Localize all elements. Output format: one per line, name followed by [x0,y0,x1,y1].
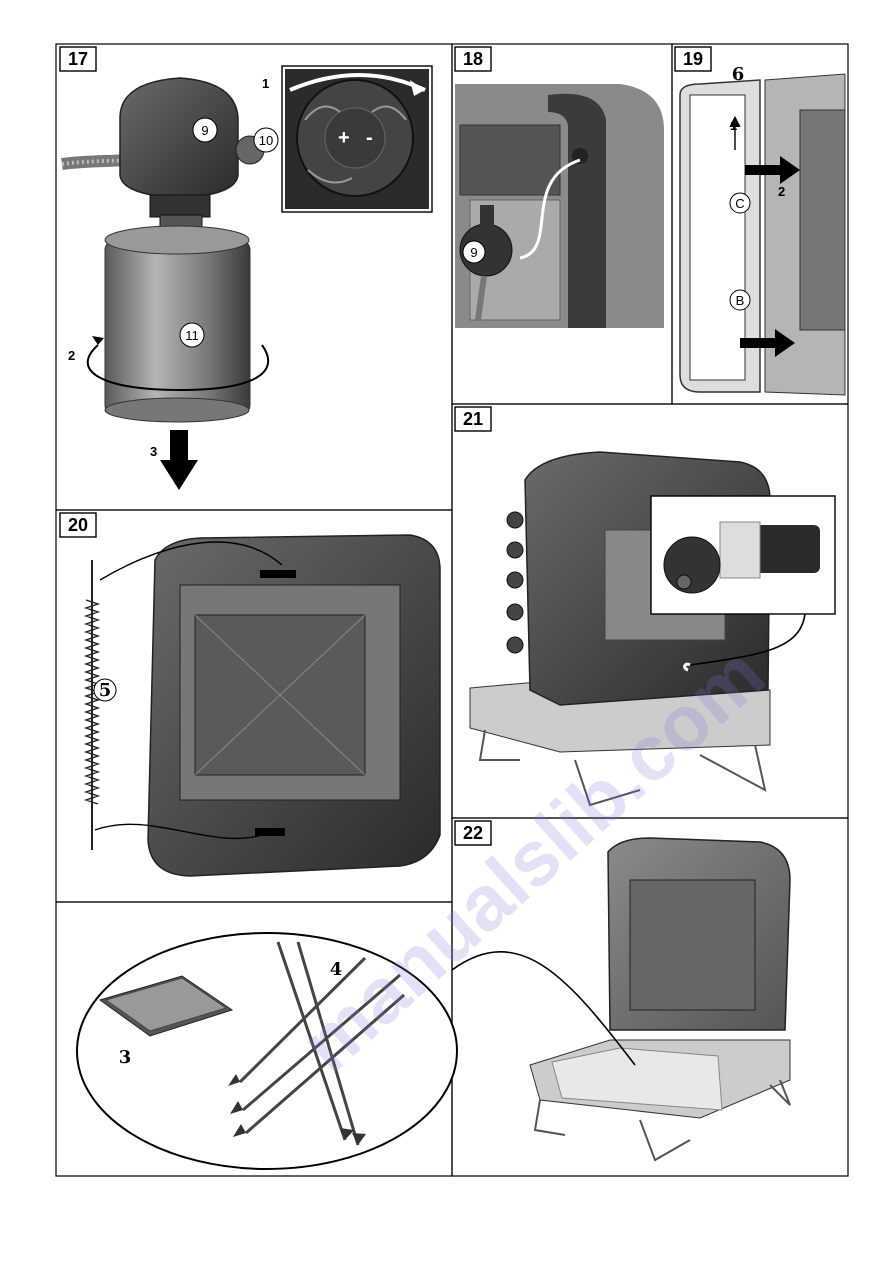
step-1b-label: 1 [730,118,737,133]
rotate-arrow [86,344,270,392]
grill-front-illustration [147,534,441,877]
minus-label: - [366,127,373,149]
callout-10-label: 10 [259,133,273,148]
callout-9-label: 9 [201,123,208,138]
panel-21: 21 [454,406,836,807]
panel-20-number: 20 [68,515,88,535]
panel-17: 17 9 10 11 2 3 [59,46,433,490]
panel-19-number-box [674,46,712,72]
callout-b-circle [729,289,751,311]
panel-21-number-box [454,406,492,432]
panel-18-number: 18 [463,49,483,69]
panel-18: 18 9 [454,46,664,328]
gas-cartridge-illustration [104,225,251,423]
callout-9b-label: 9 [470,245,477,260]
callout-10-circle [253,127,279,153]
callout-3-label: 3 [119,1047,132,1068]
right-arrow-bottom [740,329,795,357]
callout-4-label: 4 [330,959,343,980]
step-2b-label: 2 [778,184,785,199]
spring-illustration [83,541,283,850]
callout-b-label: B [736,293,745,308]
door-frame-illustration [679,73,846,396]
grill-side-illustration [455,84,664,328]
panel-20-number-box [59,512,97,538]
step-2-label: 2 [68,348,75,363]
plus-label: + [338,127,350,149]
tray-pointer [451,951,636,1066]
callout-6-label: 6 [732,64,745,85]
regulator-illustration [119,77,265,236]
panel-17-number-box [59,46,97,72]
panel-21-number: 21 [463,409,483,429]
panel-22: 22 [451,820,791,1162]
callout-9b-circle [462,240,486,264]
panel-18-number-box [454,46,492,72]
accessories-callout: 3 4 [76,932,458,1170]
battery-pointer [689,613,806,666]
tray-illustration [98,975,234,1037]
panel-20: 20 5 [59,512,441,877]
callout-11-circle [179,322,205,348]
step-3-label: 3 [150,444,157,459]
step-1-label: 1 [262,76,269,91]
callout-5-label: 5 [99,680,112,701]
panel-19: 19 6 1 2 C B [674,46,846,396]
down-arrow [160,430,198,490]
panel-19-number: 19 [683,49,703,69]
callout-11-label: 11 [185,328,199,343]
callout-5-circle [93,678,117,702]
right-arrow-top [745,156,800,184]
panel-17-number: 17 [68,49,88,69]
callout-9-circle [192,117,218,143]
skewers-illustration [238,941,405,1146]
callout-c-circle [729,192,751,214]
grill-open-top-illustration [529,837,791,1162]
insert-arrow [519,158,581,260]
knob-inset: + - [281,65,433,213]
skewer-tips [228,1074,366,1145]
callout-c-label: C [735,196,744,211]
panel-22-number-box [454,820,492,846]
battery-inset [650,495,836,615]
panel-22-number: 22 [463,823,483,843]
